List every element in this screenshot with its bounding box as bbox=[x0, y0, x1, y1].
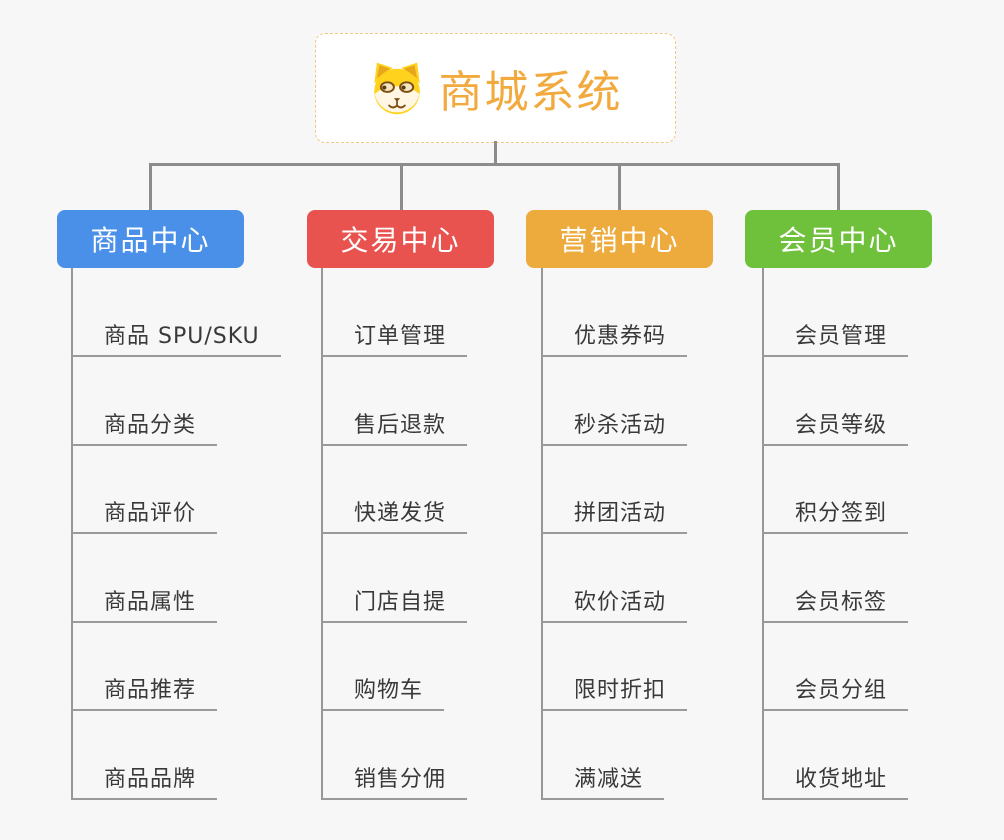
tree-item[interactable]: 秒杀活动 bbox=[541, 400, 688, 446]
tree-item[interactable]: 快递发货 bbox=[321, 488, 468, 534]
connector-branch-drop-2 bbox=[400, 163, 403, 211]
item-label: 商品推荐 bbox=[104, 678, 197, 703]
tree-item[interactable]: 积分签到 bbox=[762, 488, 909, 534]
tree-item[interactable]: 购物车 bbox=[321, 665, 445, 711]
item-label: 积分签到 bbox=[795, 501, 888, 526]
branch-column-marketing: 优惠券码 秒杀活动 拼团活动 砍价活动 限时折扣 满减送 bbox=[541, 268, 821, 808]
item-label: 销售分佣 bbox=[354, 767, 447, 792]
branch-trunk-line bbox=[762, 268, 764, 800]
tree-item[interactable]: 商品推荐 bbox=[71, 665, 218, 711]
branch-column-member: 会员管理 会员等级 积分签到 会员标签 会员分组 收货地址 bbox=[762, 268, 1004, 808]
branch-label: 会员中心 bbox=[778, 224, 899, 257]
tree-item[interactable]: 会员分组 bbox=[762, 665, 909, 711]
item-label: 会员标签 bbox=[795, 590, 888, 615]
branch-label: 交易中心 bbox=[340, 224, 461, 257]
item-label: 会员分组 bbox=[795, 678, 888, 703]
tree-item[interactable]: 会员标签 bbox=[762, 577, 909, 623]
branch-label: 营销中心 bbox=[559, 224, 680, 257]
tree-item[interactable]: 优惠券码 bbox=[541, 311, 688, 357]
tree-item[interactable]: 限时折扣 bbox=[541, 665, 688, 711]
tree-item[interactable]: 商品品牌 bbox=[71, 754, 218, 800]
tree-item[interactable]: 商品 SPU/SKU bbox=[71, 311, 281, 357]
item-label: 门店自提 bbox=[354, 590, 447, 615]
dog-face-icon bbox=[373, 62, 420, 115]
branch-trunk-line bbox=[71, 268, 73, 800]
item-label: 商品品牌 bbox=[104, 767, 197, 792]
tree-item[interactable]: 满减送 bbox=[541, 754, 665, 800]
connector-branch-drop-3 bbox=[618, 163, 621, 211]
item-label: 会员等级 bbox=[795, 413, 888, 438]
connector-horizontal-bar bbox=[149, 163, 840, 166]
item-label: 快递发货 bbox=[354, 501, 447, 526]
branch-column-product: 商品 SPU/SKU 商品分类 商品评价 商品属性 商品推荐 商品品牌 bbox=[71, 268, 351, 808]
branch-column-trade: 订单管理 售后退款 快递发货 门店自提 购物车 销售分佣 bbox=[321, 268, 601, 808]
item-label: 秒杀活动 bbox=[574, 413, 667, 438]
tree-item[interactable]: 门店自提 bbox=[321, 577, 468, 623]
item-label: 购物车 bbox=[354, 678, 424, 703]
tree-item[interactable]: 会员等级 bbox=[762, 400, 909, 446]
branch-node-trade-center[interactable]: 交易中心 bbox=[307, 210, 494, 268]
tree-item[interactable]: 订单管理 bbox=[321, 311, 468, 357]
branch-node-marketing-center[interactable]: 营销中心 bbox=[526, 210, 713, 268]
item-label: 会员管理 bbox=[795, 324, 888, 349]
tree-item[interactable]: 商品属性 bbox=[71, 577, 218, 623]
item-label: 商品 SPU/SKU bbox=[104, 324, 260, 349]
connector-branch-drop-4 bbox=[837, 163, 840, 211]
root-node[interactable]: 商城系统 bbox=[315, 33, 676, 143]
tree-item[interactable]: 商品分类 bbox=[71, 400, 218, 446]
tree-item[interactable]: 商品评价 bbox=[71, 488, 218, 534]
tree-item[interactable]: 售后退款 bbox=[321, 400, 468, 446]
branch-node-member-center[interactable]: 会员中心 bbox=[745, 210, 932, 268]
item-label: 限时折扣 bbox=[574, 678, 667, 703]
item-label: 商品评价 bbox=[104, 501, 197, 526]
branch-trunk-line bbox=[321, 268, 323, 800]
tree-item[interactable]: 会员管理 bbox=[762, 311, 909, 357]
item-label: 商品属性 bbox=[104, 590, 197, 615]
tree-item[interactable]: 拼团活动 bbox=[541, 488, 688, 534]
root-title: 商城系统 bbox=[438, 67, 623, 118]
item-label: 满减送 bbox=[574, 767, 644, 792]
branch-node-product-center[interactable]: 商品中心 bbox=[57, 210, 244, 268]
item-label: 售后退款 bbox=[354, 413, 447, 438]
branch-trunk-line bbox=[541, 268, 543, 800]
branch-label: 商品中心 bbox=[90, 224, 211, 257]
tree-item[interactable]: 收货地址 bbox=[762, 754, 909, 800]
connector-branch-drop-1 bbox=[149, 163, 152, 211]
item-label: 优惠券码 bbox=[574, 324, 667, 349]
item-label: 收货地址 bbox=[795, 767, 888, 792]
item-label: 订单管理 bbox=[354, 324, 447, 349]
item-label: 拼团活动 bbox=[574, 501, 667, 526]
tree-item[interactable]: 砍价活动 bbox=[541, 577, 688, 623]
connector-root-drop bbox=[494, 141, 497, 165]
item-label: 商品分类 bbox=[104, 413, 197, 438]
tree-item[interactable]: 销售分佣 bbox=[321, 754, 468, 800]
item-label: 砍价活动 bbox=[574, 590, 667, 615]
